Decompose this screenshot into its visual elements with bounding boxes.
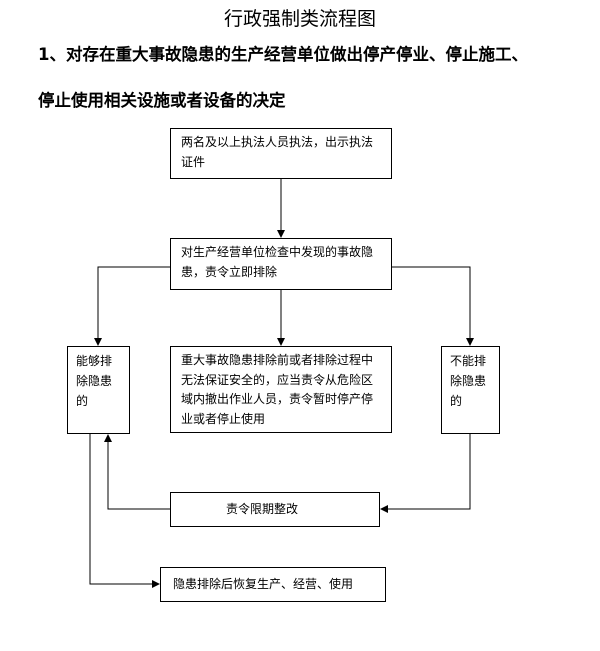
document-title: 行政强制类流程图 (223, 8, 376, 30)
arrow-box2-to-box5 (392, 266, 474, 346)
box-resume-operations: 隐患排除后恢复生产、经营、使用 (160, 567, 386, 602)
section-heading-line-1: 1、对存在重大事故隐患的生产经营单位做出停产停业、停止施工、 (38, 45, 528, 64)
arrow-box3-to-box7 (89, 434, 160, 588)
box-cannot-eliminate: 不能排除隐患的 (441, 346, 500, 434)
section-heading-line-2: 停止使用相关设施或者设备的决定 (38, 91, 286, 110)
box-show-credentials: 两名及以上执法人员执法，出示执法证件 (170, 128, 392, 179)
box-order-immediate-removal: 对生产经营单位检查中发现的事故隐患，责令立即排除 (170, 238, 392, 290)
box-can-eliminate: 能够排除隐患的 (67, 346, 130, 434)
box-evacuate-and-suspend: 重大事故隐患排除前或者排除过程中无法保证安全的，应当责令从危险区域内撤出作业人员… (170, 346, 392, 433)
arrow-box6-to-box3 (104, 434, 170, 510)
arrow-box2-to-box3 (94, 266, 170, 346)
box-rectify-within-deadline: 责令限期整改 (170, 492, 380, 527)
arrow-box5-to-box6 (380, 434, 471, 513)
